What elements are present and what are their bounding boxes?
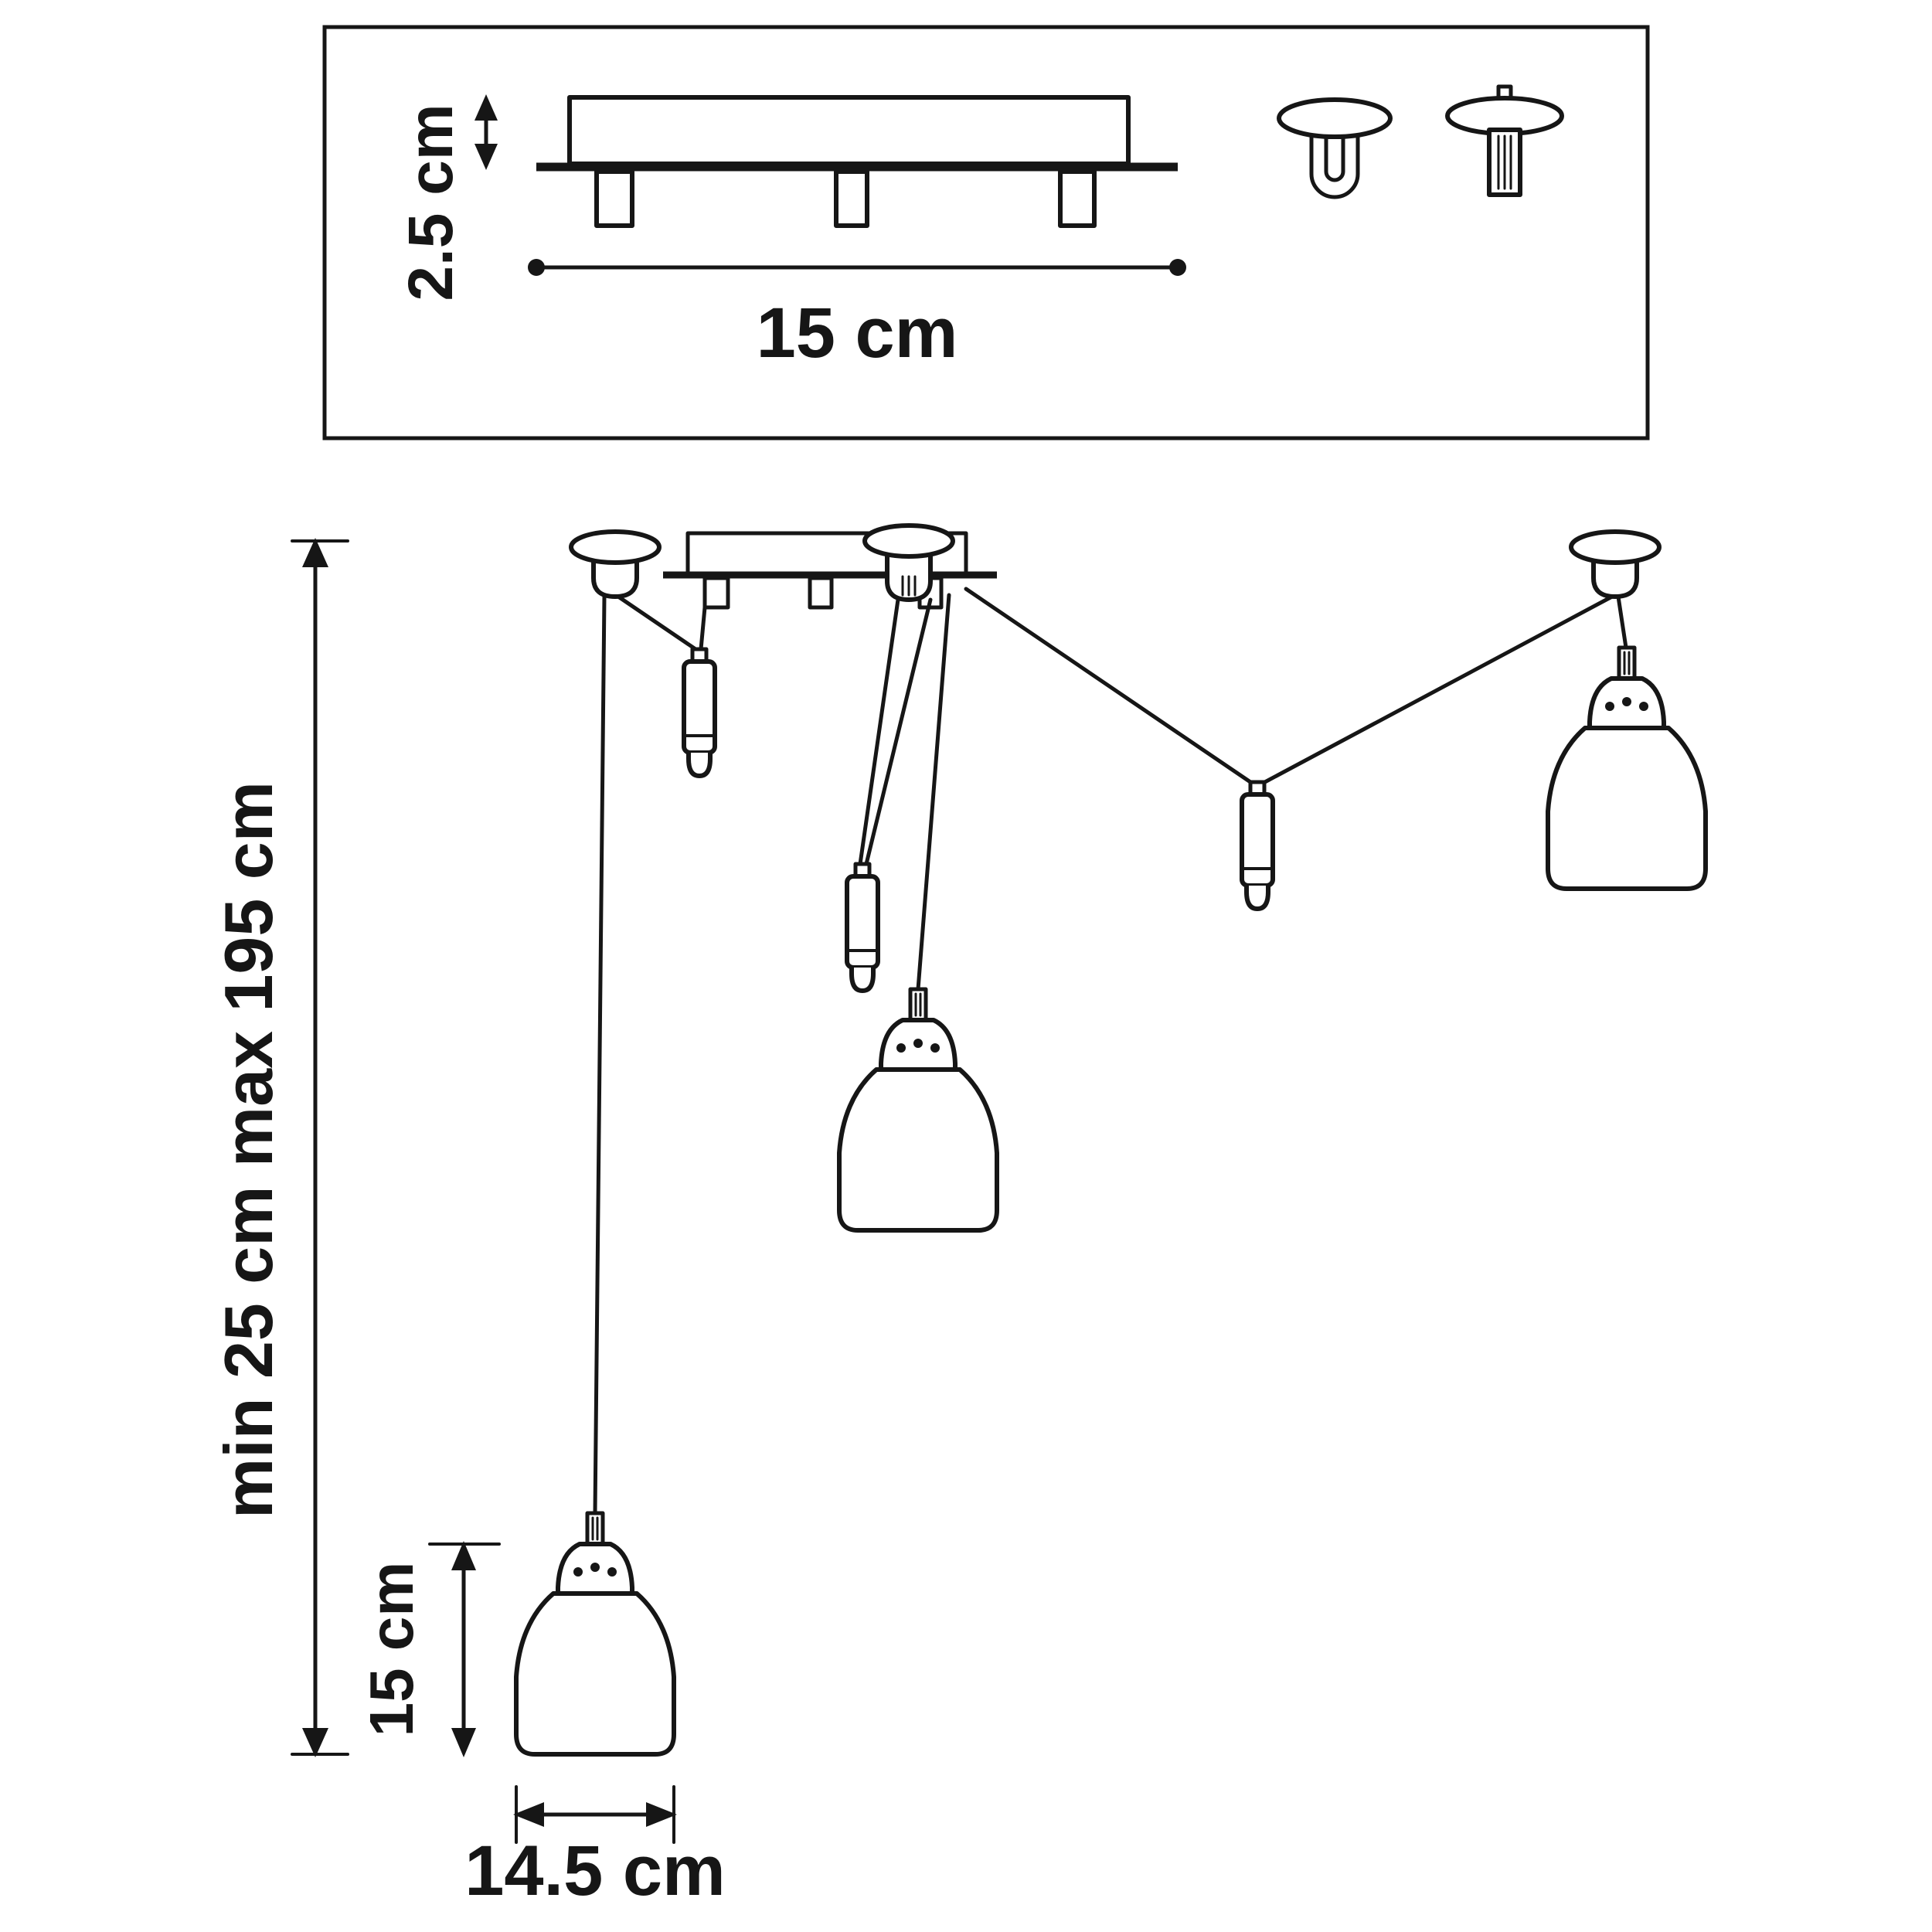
- dimension-plate-thickness: 2.5 cm: [396, 94, 498, 301]
- shade-bell: [837, 1067, 999, 1233]
- socket-dot: [913, 1039, 923, 1048]
- plate-leg: [834, 169, 869, 228]
- socket-dot: [607, 1567, 617, 1577]
- plate-leg: [702, 576, 730, 610]
- counterweight-middle: [845, 862, 880, 993]
- arrow-up-icon: [451, 1541, 476, 1570]
- lampshade-left: [514, 1511, 676, 1757]
- weight-body: [682, 659, 717, 755]
- socket-dot: [1605, 702, 1614, 711]
- ceiling-cup-ellipse: [1277, 97, 1393, 139]
- dimension-suspension-range: min 25 cm max 195 cm: [210, 538, 349, 1757]
- arrow-up-icon: [302, 538, 328, 567]
- cord-left-drop: [593, 594, 607, 1515]
- suspension-cords: [593, 587, 1628, 1515]
- spec-panel: 2.5 cm 15 cm: [322, 25, 1650, 440]
- shade-bell: [514, 1591, 676, 1757]
- dimension-plate-length: 15 cm: [528, 259, 1186, 372]
- cord-middle-drop: [916, 593, 951, 992]
- socket-dot: [1639, 702, 1648, 711]
- arrow-right-icon: [646, 1802, 677, 1827]
- assembled-lamp-view: min 25 cm max 195 cm 15 cm 14.5 cm: [210, 523, 1708, 1910]
- spec-panel-border: [322, 25, 1650, 440]
- socket-dot: [1622, 697, 1631, 706]
- shade-connector: [1617, 645, 1637, 681]
- socket-dot: [896, 1043, 906, 1053]
- cord-right-drop: [1616, 594, 1628, 650]
- counterweight-right: [1240, 780, 1275, 911]
- socket-dot: [930, 1043, 940, 1053]
- plate-thickness-label: 2.5 cm: [396, 104, 466, 301]
- plate-leg: [808, 576, 834, 610]
- cord-weight-to-right-canopy: [1260, 594, 1614, 786]
- arrow-down-icon: [474, 144, 498, 170]
- shade-diameter-label: 14.5 cm: [464, 1832, 726, 1910]
- dimension-shade-height: 15 cm: [357, 1541, 501, 1757]
- suspension-range-label: min 25 cm max 195 cm: [210, 781, 287, 1519]
- weight-body: [845, 874, 880, 970]
- lampshade-middle: [837, 987, 999, 1233]
- weight-cap: [849, 968, 876, 993]
- canopy-right: [1569, 529, 1662, 599]
- plate-body: [567, 95, 1131, 166]
- ceiling-plate-top-view: [536, 95, 1178, 228]
- plate-length-label: 15 cm: [757, 294, 958, 372]
- lampshade-right: [1546, 645, 1708, 891]
- arrow-up-icon: [474, 94, 498, 121]
- weight-cap: [1244, 886, 1270, 911]
- shade-connector: [585, 1511, 605, 1546]
- dimension-shade-diameter: 14.5 cm: [464, 1785, 726, 1910]
- dimension-endpoint: [1169, 259, 1186, 276]
- canopy-middle: [862, 523, 955, 602]
- cord-plate-to-right-weight: [964, 587, 1255, 786]
- counterweight-left: [682, 647, 717, 778]
- shade-height-label: 15 cm: [357, 1562, 426, 1737]
- shade-bell: [1546, 726, 1708, 891]
- cord-middle-v-right: [864, 597, 933, 866]
- weight-body: [1240, 792, 1275, 888]
- hook-outer-loop: [1309, 132, 1360, 199]
- arrow-down-icon: [451, 1728, 476, 1757]
- hook-inner-loop: [1324, 132, 1345, 182]
- canopy-ellipse: [569, 529, 662, 565]
- cord-adjuster-detail: [1445, 84, 1564, 197]
- arrow-down-icon: [302, 1728, 328, 1757]
- weight-cap: [686, 753, 713, 778]
- mounting-hook-detail: [1277, 97, 1393, 199]
- cord-middle-v-left: [858, 597, 900, 866]
- canopy-ellipse: [1569, 529, 1662, 565]
- cord-plate-to-left-weight: [699, 605, 707, 651]
- socket-dot: [573, 1567, 583, 1577]
- cord-left-to-weight: [616, 594, 700, 653]
- plate-leg: [594, 169, 634, 228]
- dimension-endpoint: [528, 259, 545, 276]
- socket-dot: [590, 1563, 600, 1572]
- plate-leg: [1058, 169, 1097, 228]
- arrow-left-icon: [513, 1802, 544, 1827]
- canopy-left: [569, 529, 662, 599]
- canopy-ellipse: [862, 523, 955, 559]
- shade-connector: [908, 987, 928, 1022]
